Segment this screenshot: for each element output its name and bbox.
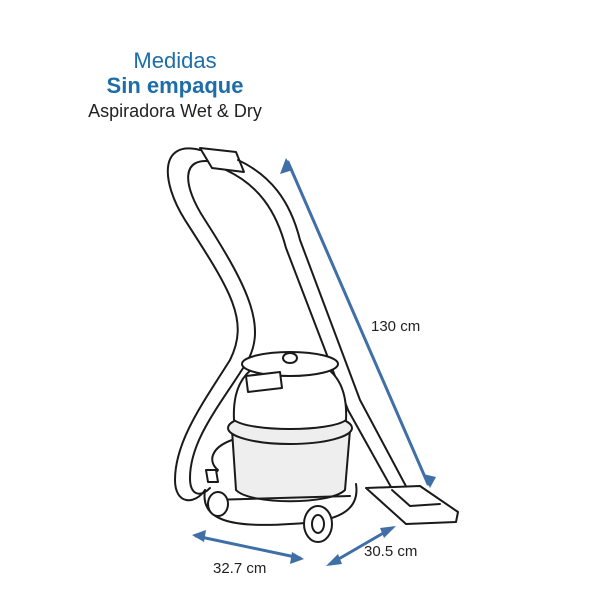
wand	[237, 159, 409, 491]
hose	[166, 147, 239, 502]
width-label: 32.7 cm	[213, 560, 267, 577]
rear-wheel	[207, 491, 229, 517]
title-medidas: Medidas	[133, 48, 217, 73]
width-dimension-line	[194, 534, 302, 560]
depth-arrow-right	[380, 526, 396, 538]
lid-knob	[282, 352, 298, 364]
title-block: Medidas Sin empaque Aspiradora Wet & Dry	[0, 48, 350, 124]
wand-inner	[225, 169, 397, 497]
front-wheel	[303, 505, 333, 543]
depth-dimension-line	[328, 526, 394, 566]
hose-connector	[199, 147, 245, 173]
handle	[245, 371, 283, 393]
depth-arrow-left	[326, 554, 342, 566]
height-arrow-bottom	[423, 474, 436, 488]
height-label: 130 cm	[371, 318, 421, 335]
width-arrow-left	[192, 530, 206, 542]
title-sin-empaque: Sin empaque	[106, 73, 244, 98]
power-cord	[211, 439, 233, 479]
width-arrow-right	[290, 552, 304, 564]
canister-body	[231, 429, 351, 503]
product-name: Aspiradora Wet & Dry	[88, 101, 262, 121]
depth-label: 30.5 cm	[364, 543, 418, 560]
height-arrow-top	[280, 158, 293, 174]
height-dimension-line	[286, 160, 430, 486]
